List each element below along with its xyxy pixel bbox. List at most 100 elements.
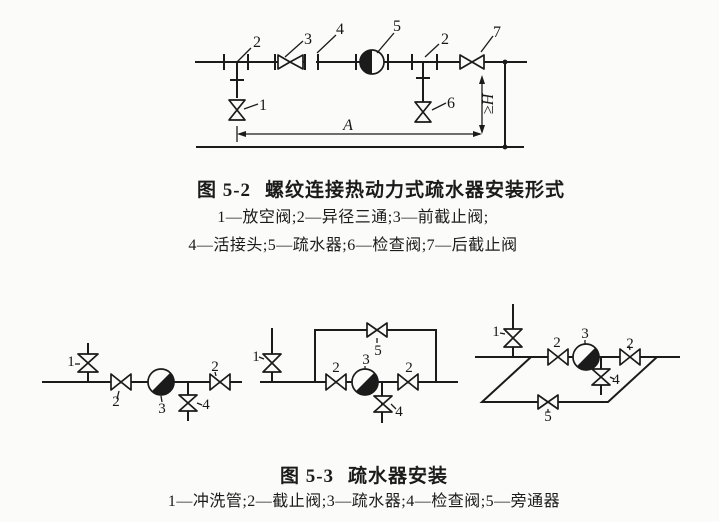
bypass-valve-symbol (366, 322, 388, 338)
v3-label-check-valve: 4 (612, 372, 620, 388)
v3-label-flush-pipe: 1 (492, 324, 500, 340)
v1-label-check-valve: 4 (202, 397, 210, 413)
arrow-up (479, 75, 485, 84)
flush-pipe-valve-symbol (262, 353, 282, 373)
v1-label-steam-trap: 3 (158, 401, 166, 417)
v1-label-stop-valve-right: 2 (211, 359, 219, 375)
leader (243, 103, 259, 110)
check-valve-symbol (373, 395, 393, 413)
leader (214, 371, 217, 377)
figure-5-2-caption: 图 5-2 螺纹连接热动力式疏水器安装形式 (197, 175, 565, 202)
v3-label-steam-trap: 3 (581, 326, 589, 342)
leader (480, 35, 494, 53)
fig52-label-union: 4 (336, 21, 344, 38)
fig52-label-front-stop-valve: 3 (304, 31, 312, 48)
leader (196, 402, 203, 406)
v3-label-stop-valve-right: 2 (626, 336, 634, 352)
junction-dot (502, 59, 508, 65)
fig52-label-rear-stop-valve: 7 (493, 24, 501, 41)
steam-trap-symbol (572, 343, 600, 371)
steam-trap-symbol (351, 368, 379, 396)
stop-valve-left-symbol (547, 348, 569, 366)
steam-trap-symbol (359, 49, 385, 75)
arrow-right (473, 131, 482, 137)
figure-5-2-title: 螺纹连接热动力式疏水器安装形式 (265, 180, 566, 201)
fig52-label-steam-trap: 5 (393, 18, 401, 35)
trap-half-fill (151, 372, 175, 396)
v2-label-stop-valve-left: 2 (332, 360, 340, 376)
v3-label-bypass: 5 (544, 409, 552, 425)
dim-label-length: A (342, 117, 353, 134)
dim-label-height: ≥H (480, 92, 497, 114)
dimension-length: A (236, 117, 482, 142)
fig52-label-check-valve: 6 (447, 95, 455, 112)
figure-5-2-diagram: ≥H A 2 3 4 (195, 18, 527, 150)
rear-stop-valve-symbol (459, 54, 485, 70)
right-tee-branch (414, 62, 432, 123)
figure-5-2-number: 图 5-2 (196, 180, 252, 201)
figure-5-2-legend-line2: 4—活接头;5—疏水器;6—检查阀;7—后截止阀 (188, 237, 518, 254)
figure-5-3-variant-2: 1 5 2 3 2 4 (252, 322, 458, 423)
arrow-down (479, 125, 485, 134)
leader (316, 34, 337, 54)
leader (236, 47, 252, 63)
trap-half-fill (360, 50, 372, 74)
leader (431, 102, 447, 111)
fig52-label-tee-right: 2 (441, 31, 449, 48)
leader-lines (75, 363, 217, 406)
flush-pipe-valve-symbol (77, 353, 99, 373)
figure-5-3-variant-1: 1 2 3 4 2 (42, 343, 242, 421)
check-valve-symbol (591, 368, 611, 386)
front-stop-valve-symbol (277, 54, 304, 70)
leader (609, 376, 615, 380)
figure-5-3-legend-line1: 1—冲洗管;2—截止阀;3—疏水器;4—检查阀;5—旁通器 (167, 493, 561, 510)
v2-label-flush-pipe: 1 (252, 349, 260, 365)
check-valve-symbol (414, 101, 432, 123)
leader (628, 345, 631, 351)
v2-label-bypass: 5 (374, 343, 382, 359)
bypass-loop (479, 356, 658, 403)
check-valve-symbol (178, 394, 198, 412)
steam-trap-symbol (147, 368, 175, 396)
v3-label-stop-valve-left: 2 (553, 335, 561, 351)
leader-lines (236, 32, 494, 111)
junction-dot (502, 144, 508, 150)
threaded-joint-ticks (223, 54, 438, 70)
figure-5-2-legend-line1: 1—放空阀;2—异径三通;3—前截止阀; (217, 209, 489, 226)
dimension-height: ≥H (479, 75, 497, 134)
vent-valve-symbol (228, 99, 246, 121)
leader (390, 403, 397, 410)
leader (116, 390, 120, 400)
v2-label-check-valve: 4 (395, 404, 403, 420)
leader (376, 32, 395, 54)
v1-label-flush-pipe: 1 (67, 354, 75, 370)
leader (160, 395, 163, 403)
figure-5-3-legend: 1—冲洗管;2—截止阀;3—疏水器;4—检查阀;5—旁通器 (168, 488, 560, 516)
stop-valve-left-symbol (110, 373, 132, 391)
figure-5-3-variant-3: 1 2 3 2 4 5 (475, 304, 680, 425)
figure-5-2-legend: 1—放空阀;2—异径三通;3—前截止阀; 4—活接头;5—疏水器;6—检查阀;7… (188, 204, 517, 260)
figure-5-3-number: 图 5-3 (279, 466, 335, 487)
stop-valve-right-symbol (619, 348, 641, 366)
leader-lines (258, 338, 397, 410)
leader-lines (499, 332, 631, 412)
v2-label-steam-trap: 3 (362, 352, 370, 368)
fig52-label-tee-left: 2 (253, 34, 261, 51)
leader (284, 40, 304, 58)
stop-valve-right-symbol (397, 373, 419, 391)
leader (424, 43, 440, 58)
bypass-valve-symbol (537, 394, 559, 410)
fig52-label-vent-valve: 1 (259, 97, 267, 114)
flush-pipe-valve-symbol (503, 328, 523, 348)
left-tee-branch (228, 62, 246, 121)
trap-half-fill (355, 372, 379, 396)
leader (258, 356, 265, 360)
stop-valve-right-symbol (209, 373, 231, 391)
trap-half-fill (576, 347, 599, 370)
v1-label-stop-valve-left: 2 (112, 394, 120, 410)
leader (499, 332, 506, 335)
arrow-left (237, 131, 246, 137)
